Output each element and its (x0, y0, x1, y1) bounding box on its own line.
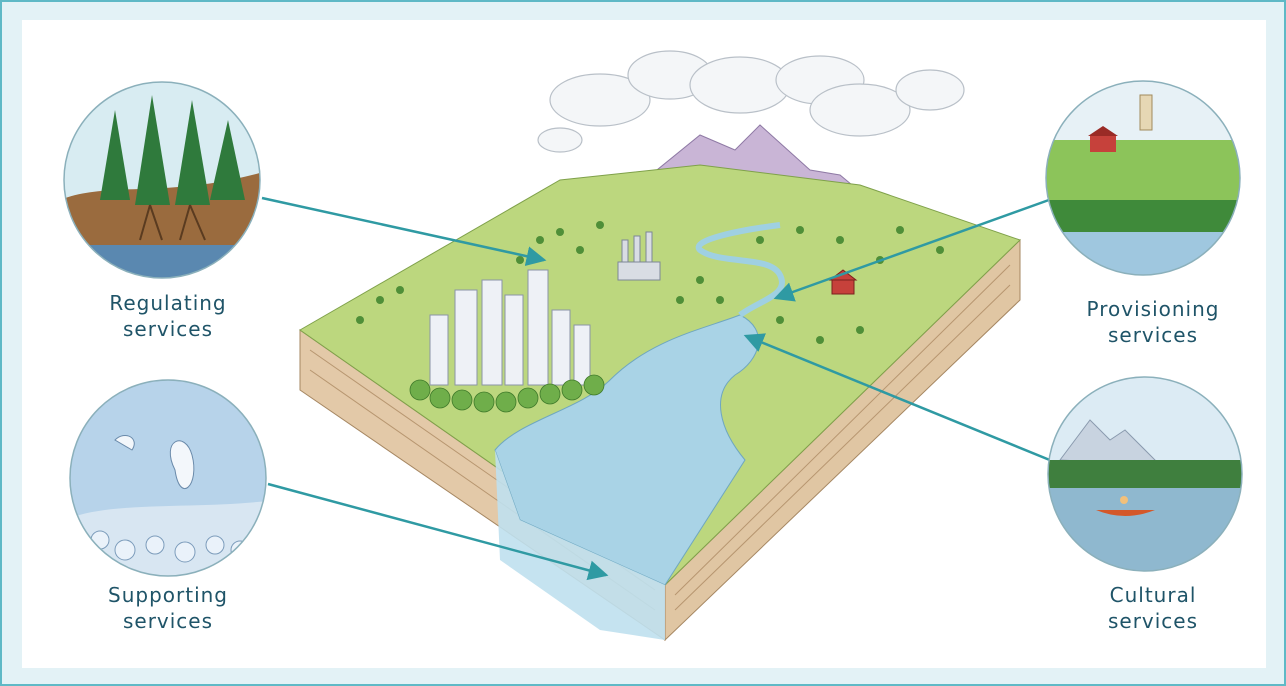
lake-canoe-icon (1048, 377, 1242, 571)
lake-front-face (495, 450, 665, 640)
connector-arrows (261, 194, 1063, 581)
regulating-line1: Regulating (109, 291, 227, 315)
cultural-line2: services (1107, 609, 1199, 633)
city-buildings (429, 269, 591, 386)
supporting-line1: Supporting (108, 583, 228, 607)
power-plant (617, 231, 661, 281)
provisioning-line1: Provisioning (1086, 297, 1220, 321)
supporting-line2: services (122, 609, 214, 633)
underwater-nutrients-icon (70, 380, 266, 576)
provisioning-services-label: Provisioning services (1043, 296, 1263, 348)
farm-field-icon (1046, 81, 1240, 275)
forest-roots-icon (64, 82, 260, 278)
regulating-connector (261, 196, 547, 267)
cultural-services-label: Cultural services (1043, 582, 1263, 634)
lake (494, 314, 759, 586)
cloud-group (537, 50, 965, 153)
provisioning-line2: services (1107, 323, 1199, 347)
regulating-line2: services (122, 317, 214, 341)
cultural-connector (743, 333, 1063, 467)
city-trees (409, 374, 605, 413)
supporting-services-label: Supporting services (58, 582, 278, 634)
provisioning-connector (773, 194, 1061, 302)
cultural-line1: Cultural (1109, 583, 1197, 607)
regulating-services-label: Regulating services (58, 290, 278, 342)
supporting-connector (267, 482, 609, 581)
